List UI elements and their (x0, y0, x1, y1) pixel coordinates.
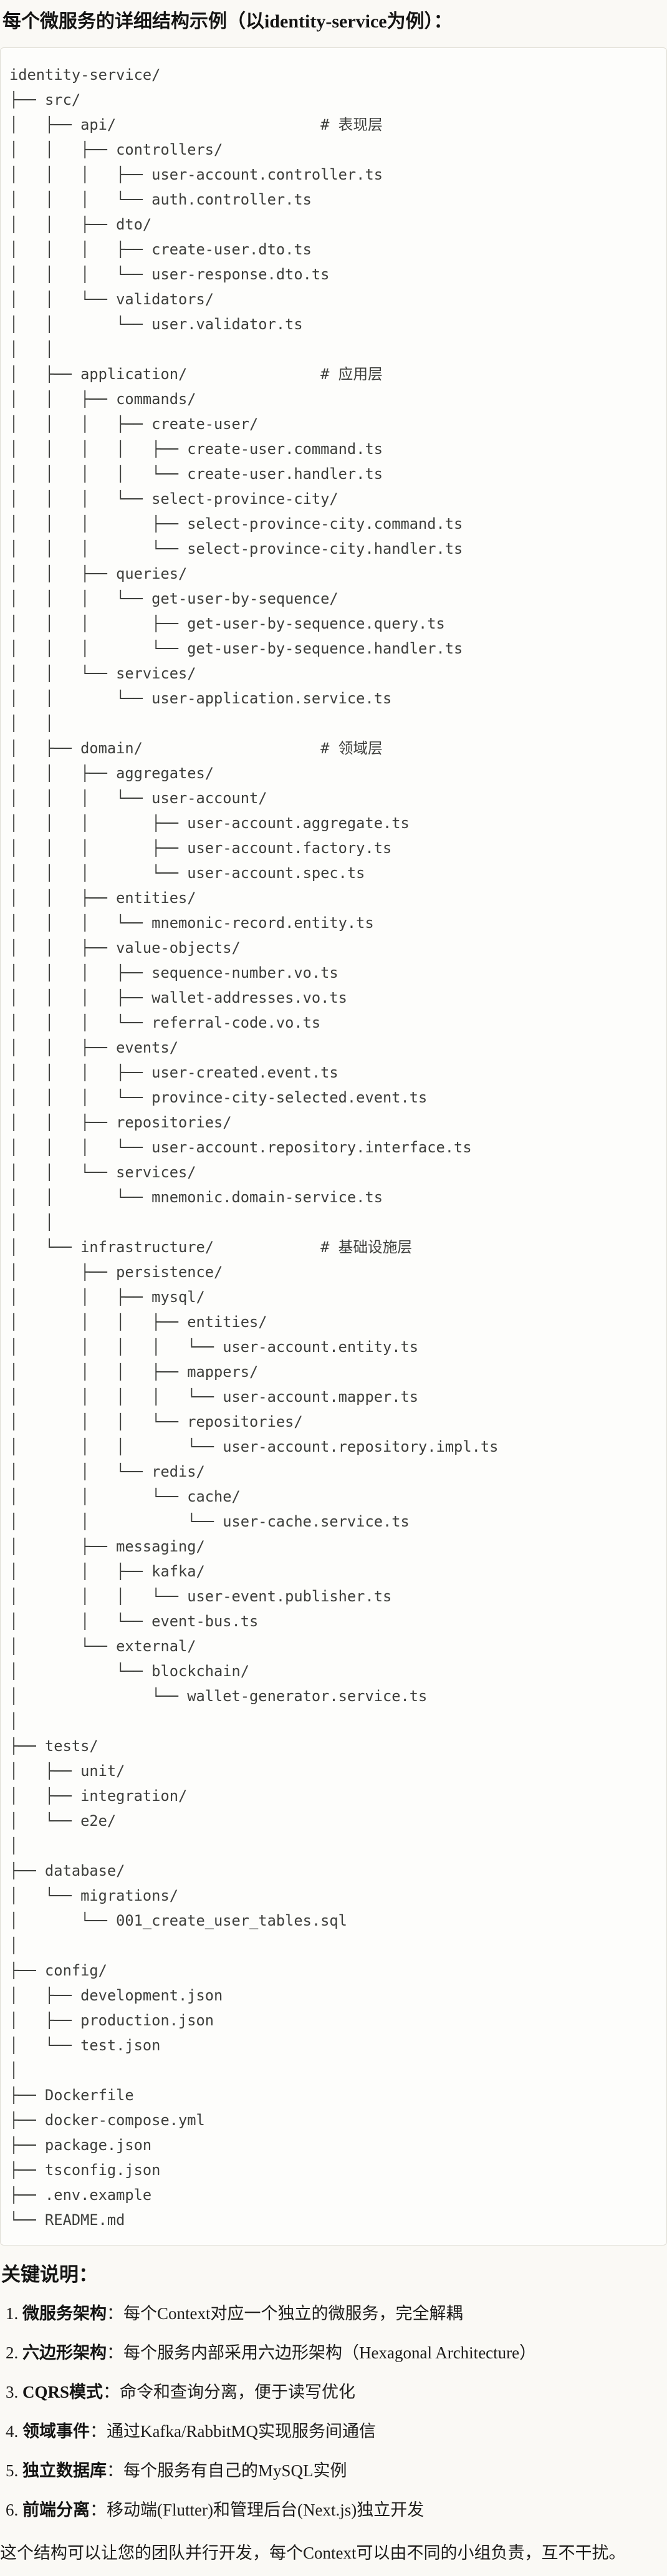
note-label: 领域事件 (22, 2422, 90, 2441)
note-label: 六边形架构 (22, 2343, 107, 2362)
note-item: CQRS模式：命令和查询分离，便于读写优化 (22, 2380, 662, 2405)
note-item: 独立数据库：每个服务有自己的MySQL实例 (22, 2459, 662, 2483)
notes-heading: 关键说明： (1, 2264, 98, 2285)
note-separator: ： (90, 2422, 107, 2441)
note-item: 领域事件：通过Kafka/RabbitMQ实现服务间通信 (22, 2419, 662, 2444)
note-text: 通过Kafka/RabbitMQ实现服务间通信 (107, 2422, 376, 2441)
note-separator: ： (107, 2343, 123, 2362)
note-item: 微服务架构：每个Context对应一个独立的微服务，完全解耦 (22, 2302, 662, 2326)
closing-note: 这个结构可以让您的团队并行开发，每个Context可以由不同的小组负责，互不干扰… (0, 2544, 626, 2562)
note-separator: ： (90, 2501, 107, 2519)
file-tree-code-block: identity-service/ ├── src/ │ ├── api/ # … (0, 47, 667, 2246)
note-label: CQRS模式 (22, 2383, 103, 2401)
note-label: 独立数据库 (22, 2461, 107, 2480)
note-text: 每个服务有自己的MySQL实例 (123, 2461, 347, 2480)
note-separator: ： (107, 2304, 123, 2323)
notes-list: 微服务架构：每个Context对应一个独立的微服务，完全解耦 六边形架构：每个服… (0, 2302, 662, 2522)
file-tree: identity-service/ ├── src/ │ ├── api/ # … (9, 66, 499, 2229)
note-separator: ： (103, 2383, 120, 2401)
note-label: 微服务架构 (22, 2304, 107, 2323)
note-text: 移动端(Flutter)和管理后台(Next.js)独立开发 (107, 2501, 425, 2519)
page-title: 每个微服务的详细结构示例（以identity-service为例）： (2, 11, 453, 32)
notes-section: 关键说明： 微服务架构：每个Context对应一个独立的微服务，完全解耦 六边形… (0, 2262, 667, 2565)
note-text: 命令和查询分离，便于读写优化 (120, 2383, 356, 2401)
note-separator: ： (107, 2461, 123, 2480)
note-text: 每个Context对应一个独立的微服务，完全解耦 (123, 2304, 463, 2323)
note-item: 六边形架构：每个服务内部采用六边形架构（Hexagonal Architectu… (22, 2341, 662, 2365)
note-label: 前端分离 (22, 2501, 90, 2519)
note-text: 每个服务内部采用六边形架构（Hexagonal Architecture） (123, 2343, 537, 2362)
note-item: 前端分离：移动端(Flutter)和管理后台(Next.js)独立开发 (22, 2498, 662, 2522)
